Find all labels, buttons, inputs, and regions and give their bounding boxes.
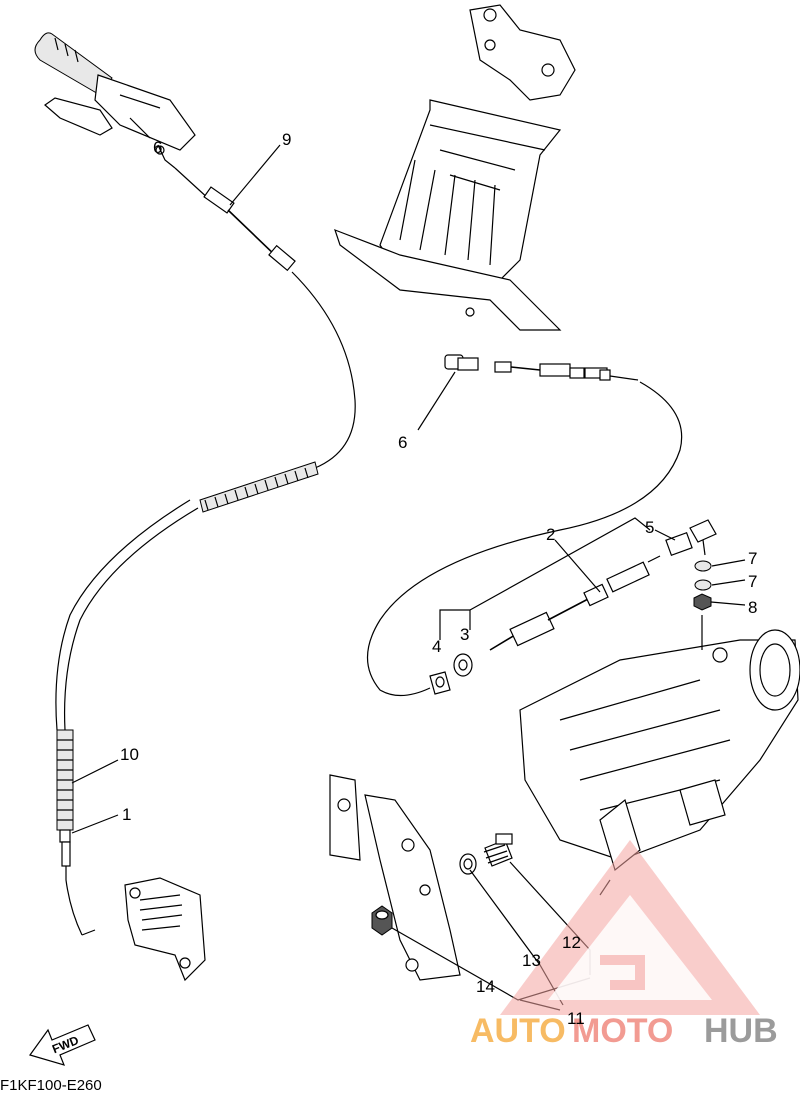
callout-10: 10 <box>120 745 139 764</box>
automotohub-watermark: AUTO MOTO HUB <box>470 840 778 1050</box>
lower-left-bracket <box>124 877 206 982</box>
callout-2: 2 <box>546 525 555 544</box>
callout-13: 13 <box>522 951 541 970</box>
handlebar-assembly <box>34 32 196 169</box>
watermark-moto: MOTO <box>572 1012 673 1050</box>
watermark-auto: AUTO <box>470 1012 566 1050</box>
diagram-code: F1KF100-E260 <box>0 1077 102 1094</box>
cable-2-assembly <box>429 519 717 695</box>
callout-4: 4 <box>432 637 441 656</box>
nuts-7-8 <box>693 560 712 611</box>
watermark-hub: HUB <box>704 1012 778 1050</box>
callout-7a: 7 <box>748 549 757 568</box>
callout-9: 9 <box>282 130 291 149</box>
mounting-bracket <box>329 774 461 981</box>
callout-7b: 7 <box>748 572 757 591</box>
callout-12: 12 <box>562 933 581 952</box>
callout-6: 6 <box>398 433 407 452</box>
callout-8: 8 <box>748 598 757 617</box>
callout-11: 11 <box>567 1009 585 1028</box>
cable-connector-6 <box>367 354 683 697</box>
callout-1: 1 <box>122 805 131 824</box>
callout-6-top: 6 <box>153 138 162 157</box>
fwd-arrow-icon: FWD <box>29 1024 96 1066</box>
steering-column <box>334 4 576 331</box>
callout-14: 14 <box>476 977 495 996</box>
callout-5: 5 <box>645 518 654 537</box>
callout-3: 3 <box>460 625 469 644</box>
parts-11-14 <box>371 833 513 936</box>
throttle-cable <box>55 167 356 936</box>
jet-pump-unit <box>519 615 800 896</box>
